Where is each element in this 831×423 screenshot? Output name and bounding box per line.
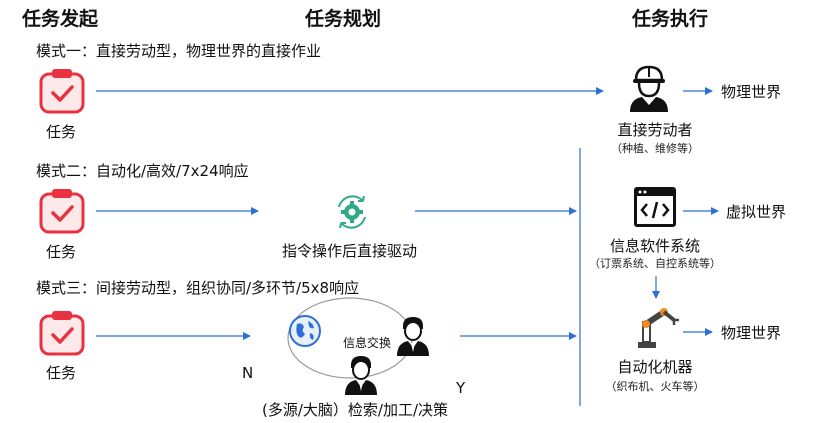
gear-cycle-icon: [333, 193, 371, 235]
brain-process-label: (多源/大脑）检索/加工/决策: [262, 401, 449, 419]
worker-subtitle: （种植、维修等）: [611, 142, 699, 155]
person-icon-right: [396, 316, 430, 360]
machine-title: 自动化机器: [617, 358, 693, 376]
mode-2-title: 模式二：自动化/高效/7x24响应: [36, 162, 249, 180]
mode-1-title: 模式一：直接劳动型，物理世界的直接作业: [36, 42, 322, 60]
virtual-world-label: 虚拟世界: [726, 203, 787, 221]
person-icon-left: [344, 355, 378, 399]
task-icon-2: [39, 188, 85, 238]
clipboard-check-icon: [39, 311, 85, 356]
globe-icon: [288, 314, 322, 352]
software-subtitle: （订票系统、自控系统等）: [589, 257, 721, 270]
worker-icon: [628, 64, 670, 116]
physical-world-label-2: 物理世界: [721, 324, 782, 342]
header-plan: 任务规划: [305, 8, 382, 30]
robot-arm-icon: [634, 304, 682, 354]
task-icon-3: [39, 310, 85, 360]
physical-world-label-1: 物理世界: [721, 83, 782, 101]
label-y: Y: [456, 379, 466, 397]
task-label-1: 任务: [46, 123, 77, 141]
mode-3-title: 模式三：间接劳动型，组织协同/多环节/5x8响应: [36, 279, 360, 297]
label-n: N: [242, 364, 254, 382]
worker-title: 直接劳动者: [617, 121, 693, 139]
machine-subtitle: （织布机、火车等）: [605, 380, 705, 393]
header-initiate: 任务发起: [22, 8, 99, 30]
task-icon-1: [39, 68, 85, 118]
header-execute: 任务执行: [632, 8, 709, 30]
clipboard-check-icon: [39, 69, 85, 114]
task-label-3: 任务: [46, 364, 77, 382]
clipboard-check-icon: [39, 189, 85, 234]
software-title: 信息软件系统: [609, 237, 700, 255]
command-driven-label: 指令操作后直接驱动: [282, 242, 418, 260]
code-window-icon: [633, 186, 677, 232]
info-exchange-label: 信息交换: [343, 336, 392, 350]
task-label-2: 任务: [46, 243, 77, 261]
